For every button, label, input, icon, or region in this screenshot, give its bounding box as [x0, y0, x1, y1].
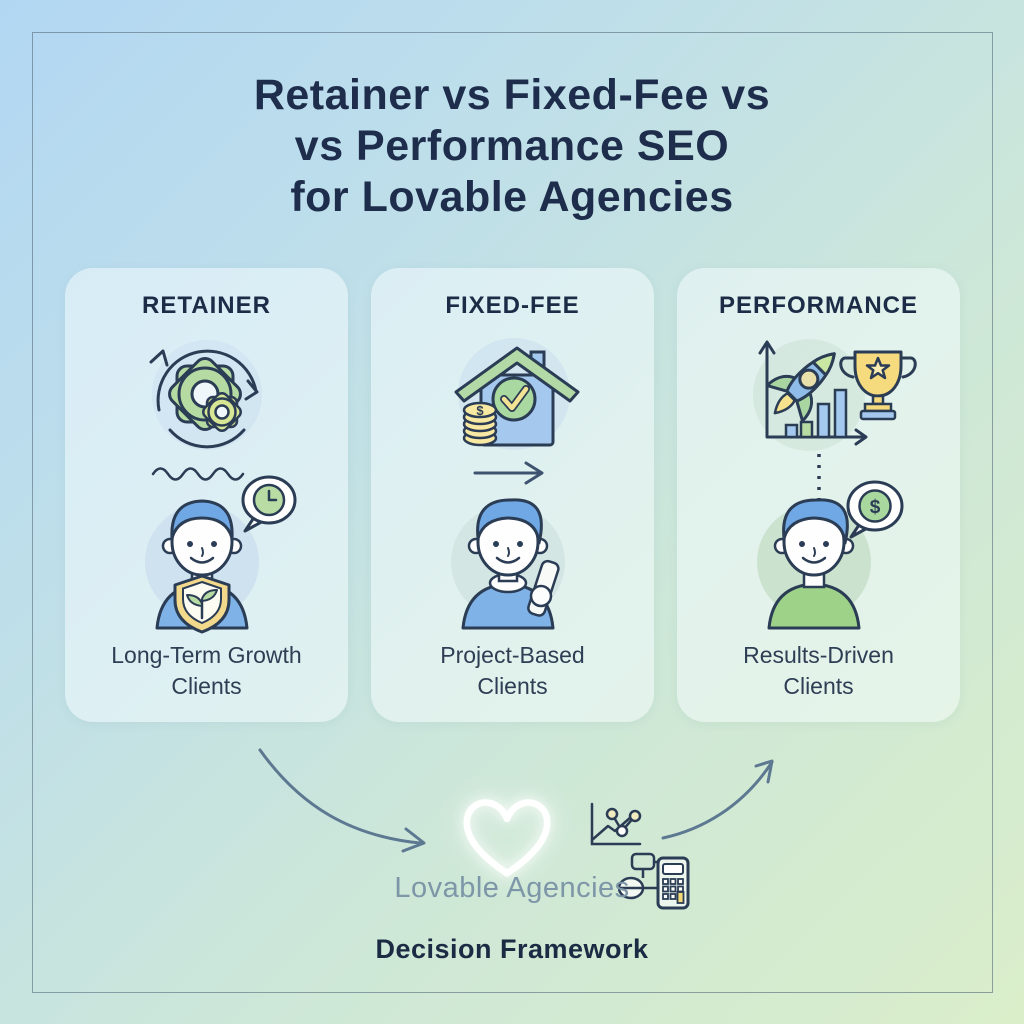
- caption-line: Project-Based: [440, 642, 585, 668]
- title-line-1: Retainer vs Fixed-Fee vs: [253, 71, 771, 119]
- calculator-icon: [618, 852, 690, 910]
- title-line-2: vs Performance SEO: [294, 122, 730, 170]
- rocket-chart-trophy-icon: [677, 322, 960, 472]
- bar-chart-bars: [784, 388, 847, 439]
- card-fixed-fee: FIXED-FEE $: [371, 268, 654, 722]
- title-line-3: for Lovable Agencies: [290, 173, 734, 221]
- card-fixed-fee-heading: FIXED-FEE: [445, 292, 580, 319]
- card-performance: PERFORMANCE: [677, 268, 960, 722]
- right-arrow-connector: [371, 460, 654, 486]
- coin-stack-icon: $: [462, 401, 497, 447]
- caption-line: Results-Driven: [743, 642, 894, 668]
- shield-sprout-icon: [173, 574, 230, 634]
- dollar-speech-bubble: $: [846, 480, 903, 539]
- dotted-line-connector: [677, 448, 960, 506]
- dollar-symbol: $: [476, 403, 484, 418]
- card-fixed-fee-caption: Project-Based Clients: [371, 640, 654, 702]
- gears-cycle-icon: [65, 322, 348, 472]
- caption-line: Clients: [783, 673, 854, 699]
- client-project-person: [371, 464, 654, 642]
- decision-framework-label: Decision Framework: [375, 934, 649, 964]
- line-chart-icon: [590, 802, 642, 846]
- rocket-icon: [765, 352, 836, 423]
- dollar-symbol: $: [869, 497, 880, 518]
- card-retainer: RETAINER: [65, 268, 348, 722]
- client-results-person: $: [677, 464, 960, 642]
- card-performance-caption: Results-Driven Clients: [677, 640, 960, 702]
- house-money-check-icon: $: [371, 322, 654, 472]
- card-retainer-caption: Long-Term Growth Clients: [65, 640, 348, 702]
- caption-line: Long-Term Growth: [111, 642, 302, 668]
- client-growth-person: [65, 464, 348, 642]
- curved-arrow-right: [661, 759, 774, 840]
- card-retainer-heading: RETAINER: [142, 292, 271, 319]
- caption-line: Clients: [171, 673, 242, 699]
- infographic-title: Retainer vs Fixed-Fee vs vs Performance …: [0, 70, 1024, 223]
- card-performance-heading: PERFORMANCE: [718, 292, 918, 319]
- scroll-document-icon: [526, 559, 560, 617]
- inner-border-frame: [32, 32, 993, 993]
- curved-arrow-left: [258, 748, 426, 853]
- clock-speech-bubble: [241, 475, 296, 533]
- wavy-line-connector: [65, 461, 348, 485]
- heart-icon: [463, 799, 551, 877]
- caption-line: Clients: [477, 673, 548, 699]
- brand-label: Lovable Agencies: [394, 872, 630, 904]
- trophy-icon: [838, 350, 917, 421]
